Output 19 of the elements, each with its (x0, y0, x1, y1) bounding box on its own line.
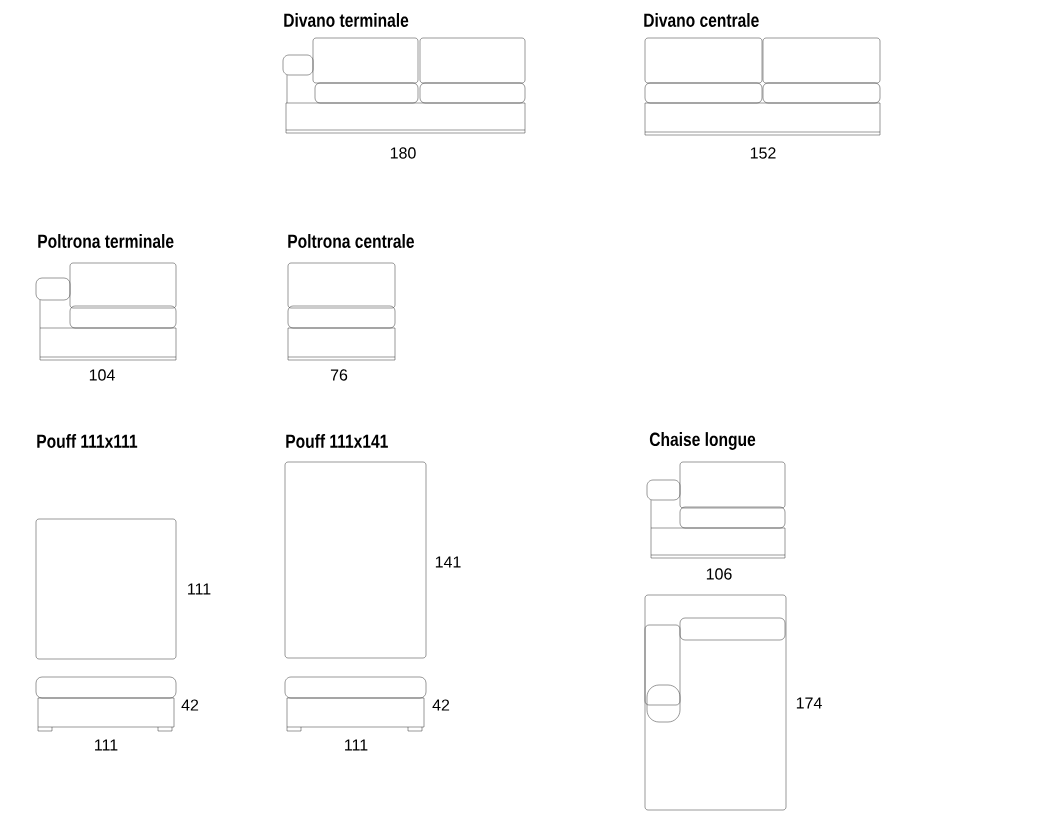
product-title: Poltrona terminale (38, 234, 174, 248)
dimension-label: 111 (345, 739, 368, 751)
product-title: Divano terminale (284, 13, 409, 27)
product-title: Divano centrale (644, 13, 759, 27)
dimension-label: 111 (95, 739, 118, 751)
dimension-label: 174 (796, 697, 822, 709)
dimension-label: 180 (390, 147, 416, 159)
product-title: Pouff 111x141 (286, 434, 388, 448)
dimension-label: 106 (706, 568, 732, 580)
product-title: Pouff 111x111 (37, 434, 138, 448)
dimension-label: 104 (89, 369, 115, 381)
dimension-label: 111 (188, 583, 211, 595)
product-title: Chaise longue (649, 432, 756, 450)
product-title: Poltrona centrale (288, 234, 414, 248)
dimension-label: 141 (435, 556, 461, 568)
dimension-label: 42 (432, 699, 450, 711)
dimension-label: 152 (750, 147, 776, 159)
dimension-label: 76 (330, 369, 348, 381)
dimension-label: 42 (181, 699, 199, 711)
